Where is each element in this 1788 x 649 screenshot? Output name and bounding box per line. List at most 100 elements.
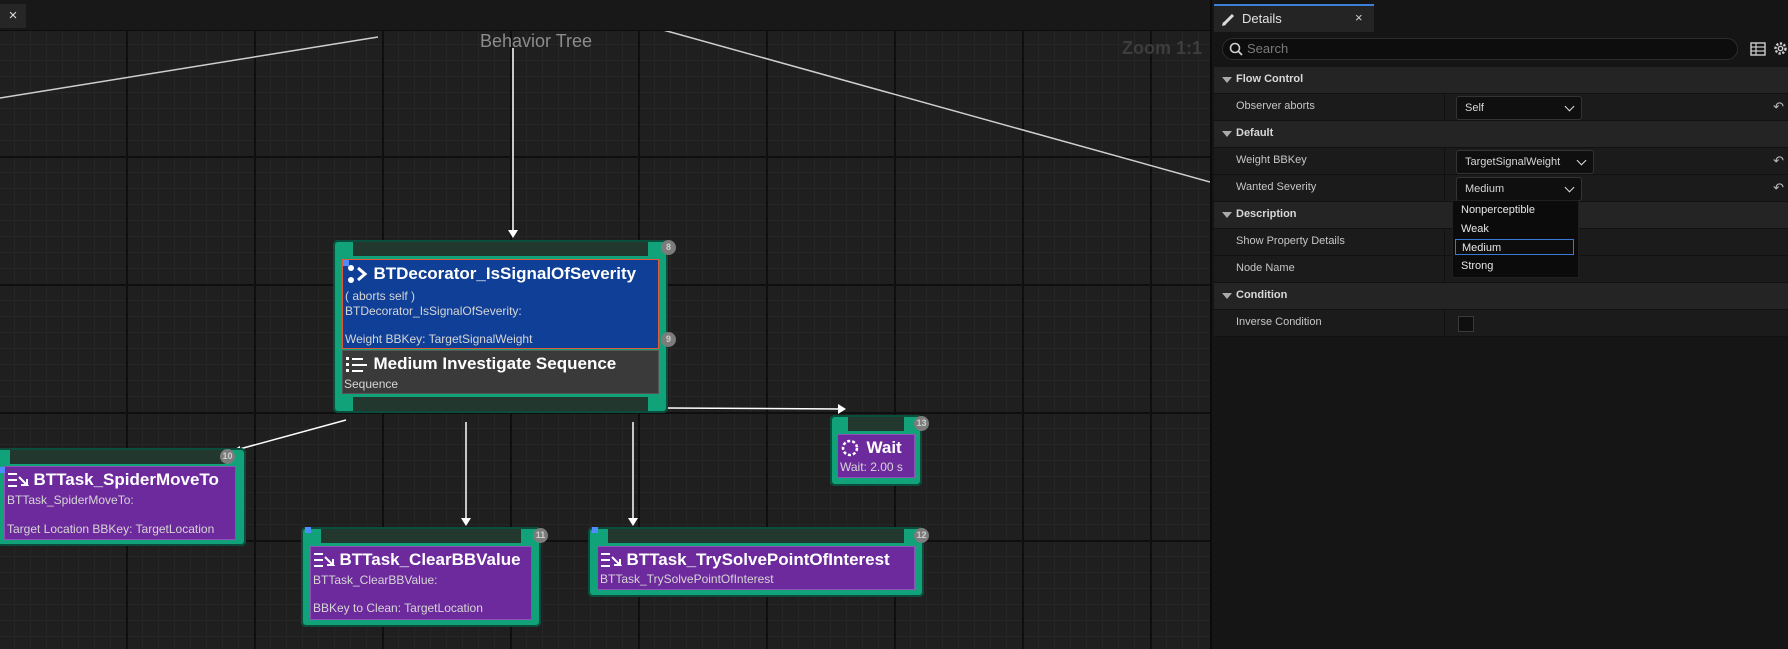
category-flow-control[interactable]: Flow Control	[1214, 67, 1788, 94]
wanted-severity-dropdown: Nonperceptible Weak Medium Strong	[1452, 200, 1579, 278]
node-description: Wait: 2.00 s	[840, 460, 903, 474]
decorator-is-signal-of-severity[interactable]: BTDecorator_IsSignalOfSeverity ( aborts …	[342, 259, 659, 349]
property-label: Wanted Severity	[1236, 181, 1317, 193]
breakpoint-marker	[305, 527, 311, 533]
inverse-condition-checkbox[interactable]	[1458, 316, 1474, 332]
task-node-13[interactable]: 13 Wait Wait: 2.00 s	[830, 415, 929, 486]
details-panel: Details × Search Flow Control Observer a…	[1210, 0, 1788, 649]
reset-to-default-icon[interactable]: ↶	[1773, 180, 1784, 195]
behavior-tree-root-label: Behavior Tree	[480, 31, 593, 51]
column-splitter[interactable]	[1444, 310, 1445, 336]
category-default[interactable]: Default	[1214, 121, 1788, 148]
task-icon	[314, 553, 335, 567]
bttask-try-solve-point-of-interest[interactable]: BTTask_TrySolvePointOfInterest BTTask_Tr…	[592, 527, 915, 590]
property-label: Weight BBKey	[1236, 154, 1307, 166]
node-output-pin[interactable]	[353, 397, 648, 411]
reset-to-default-icon[interactable]: ↶	[1773, 99, 1784, 114]
task-node-10[interactable]: 10 BTTask_SpiderMoveTo BTTask_SpiderMove…	[0, 448, 246, 546]
sequence-node-9[interactable]: 8 9 BTDecorator_IsSignalOfSeverity ( abo…	[333, 240, 676, 413]
search-icon	[1229, 42, 1243, 56]
bttask-clear-bb-value[interactable]: BTTask_ClearBBValue BTTask_ClearBBValue:…	[305, 527, 532, 620]
execution-index-badge: 13	[914, 416, 929, 431]
collapse-arrow-icon[interactable]	[1222, 212, 1232, 218]
column-splitter[interactable]	[1444, 148, 1445, 174]
execution-index-badge: 9	[661, 332, 676, 347]
node-input-pin[interactable]	[848, 417, 904, 431]
node-input-pin[interactable]	[321, 529, 521, 543]
execution-index-badge: 12	[914, 528, 929, 543]
category-condition[interactable]: Condition	[1214, 283, 1788, 310]
collapse-arrow-icon[interactable]	[1222, 77, 1232, 83]
pencil-icon	[1222, 13, 1235, 26]
behavior-tree-graph[interactable]: × Behavior Tree Zoom 1:1 8 9 BTDecorator…	[0, 0, 1210, 649]
node-title: BTTask_SpiderMoveTo	[33, 470, 219, 489]
chevron-down-icon	[1576, 155, 1587, 166]
bttask-spider-move-to[interactable]: BTTask_SpiderMoveTo BTTask_SpiderMoveTo:…	[0, 466, 236, 540]
task-node-12[interactable]: 12 BTTask_TrySolvePointOfInterest BTTask…	[588, 527, 929, 597]
search-placeholder: Search	[1247, 41, 1289, 56]
graph-toolbar: ×	[0, 0, 1210, 31]
property-observer-aborts: Observer aborts Self ↶	[1214, 94, 1788, 121]
gear-icon[interactable]	[1772, 40, 1788, 57]
category-label: Description	[1236, 208, 1297, 220]
column-splitter[interactable]	[1444, 94, 1445, 120]
property-label: Observer aborts	[1236, 100, 1315, 112]
category-label: Flow Control	[1236, 73, 1304, 85]
node-input-pin[interactable]	[608, 529, 904, 543]
property-label: Inverse Condition	[1236, 316, 1322, 328]
breakpoint-marker	[343, 260, 349, 266]
combo-value: TargetSignalWeight	[1465, 156, 1561, 168]
chevron-down-icon	[1564, 101, 1575, 112]
column-splitter[interactable]	[1444, 256, 1445, 282]
node-title: BTDecorator_IsSignalOfSeverity	[373, 264, 637, 283]
collapse-arrow-icon[interactable]	[1222, 293, 1232, 299]
details-search-input[interactable]: Search	[1222, 38, 1738, 60]
node-title: Wait	[866, 438, 902, 457]
column-splitter[interactable]	[1444, 229, 1445, 255]
reset-to-default-icon[interactable]: ↶	[1773, 153, 1784, 168]
sequence-icon	[346, 357, 367, 372]
category-label: Default	[1236, 127, 1274, 139]
option-nonperceptible[interactable]: Nonperceptible	[1461, 204, 1535, 216]
node-subtitle: Sequence	[344, 377, 399, 391]
wanted-severity-combo[interactable]: Medium	[1456, 177, 1582, 201]
combo-value: Self	[1465, 102, 1484, 114]
option-strong[interactable]: Strong	[1461, 260, 1494, 272]
chevron-down-icon	[1564, 182, 1575, 193]
decorator-icon	[348, 265, 368, 283]
option-weak[interactable]: Weak	[1461, 223, 1489, 235]
execution-index-badge: 10	[220, 449, 235, 464]
medium-investigate-sequence[interactable]: Medium Investigate Sequence Sequence	[342, 350, 659, 394]
task-node-11[interactable]: 11 BTTask_ClearBBValue BTTask_ClearBBVal…	[301, 527, 548, 627]
wait-icon	[841, 439, 859, 457]
observer-aborts-combo[interactable]: Self	[1456, 96, 1582, 120]
collapse-arrow-icon[interactable]	[1222, 131, 1232, 137]
property-label: Node Name	[1236, 262, 1295, 274]
node-title: BTTask_TrySolvePointOfInterest	[626, 550, 890, 569]
property-wanted-severity: Wanted Severity Medium ↶	[1214, 175, 1788, 202]
execution-index-badge: 8	[661, 240, 676, 255]
details-tab[interactable]: Details ×	[1214, 4, 1374, 32]
node-description: BTTask_SpiderMoveTo:	[7, 493, 134, 507]
node-title: Medium Investigate Sequence	[373, 354, 617, 373]
option-medium[interactable]: Medium	[1455, 239, 1574, 255]
property-inverse-condition: Inverse Condition	[1214, 310, 1788, 337]
breakpoint-marker	[592, 527, 598, 533]
node-input-pin[interactable]	[10, 450, 226, 464]
close-graph-tab-button[interactable]: ×	[0, 4, 26, 28]
details-tab-label: Details	[1242, 11, 1282, 26]
weight-bbkey-combo[interactable]: TargetSignalWeight	[1456, 150, 1594, 174]
table-view-icon[interactable]	[1750, 41, 1766, 57]
node-description: BTTask_ClearBBValue:	[313, 573, 438, 587]
details-tab-close-button[interactable]: ×	[1355, 10, 1363, 25]
breakpoint-marker	[0, 467, 5, 473]
category-label: Condition	[1236, 289, 1288, 301]
node-description: BTTask_TrySolvePointOfInterest	[600, 572, 774, 586]
execution-index-badge: 11	[533, 528, 548, 543]
node-input-pin[interactable]	[353, 242, 648, 256]
column-splitter[interactable]	[1444, 175, 1445, 201]
task-icon	[601, 553, 622, 567]
node-description: BTDecorator_IsSignalOfSeverity:	[345, 304, 522, 318]
bttask-wait[interactable]: Wait Wait: 2.00 s	[837, 434, 915, 478]
property-label: Show Property Details	[1236, 235, 1345, 247]
